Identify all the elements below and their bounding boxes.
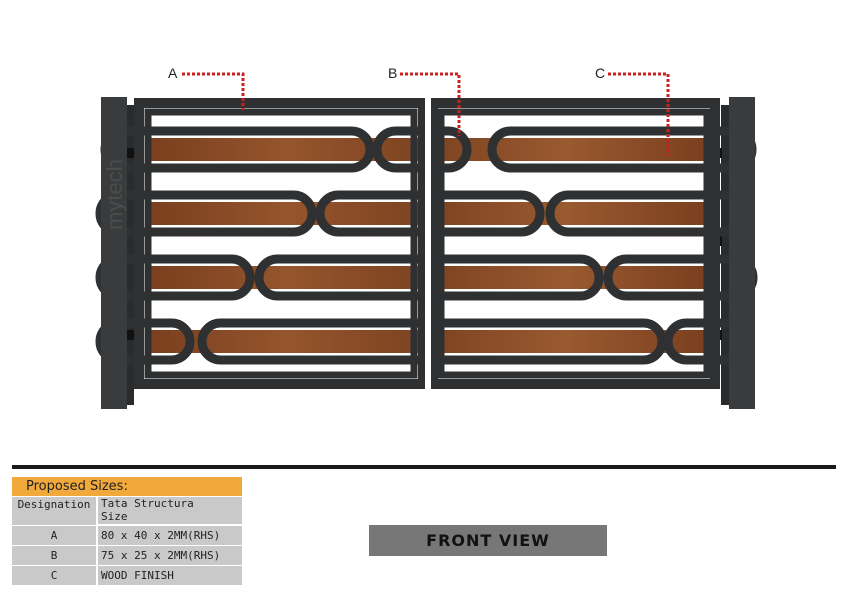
section-divider <box>12 465 836 469</box>
callout-line-a <box>182 72 245 110</box>
watermark-logo: mytech <box>102 159 127 230</box>
header-designation: Designation <box>12 497 96 525</box>
proposed-sizes-table: Proposed Sizes: Designation Tata Structu… <box>12 477 242 585</box>
callout-line-b <box>400 72 461 136</box>
front-view-label: FRONT VIEW <box>369 525 607 556</box>
row-designation: A <box>12 526 96 545</box>
right-post-front <box>729 97 755 409</box>
callout-label-b: B <box>388 65 398 81</box>
header-size-line2: Size <box>101 510 128 523</box>
hinge <box>127 330 134 340</box>
left-inner-frame <box>144 108 418 379</box>
pill-bar <box>95 190 317 237</box>
table-header-row: Designation Tata Structura Size <box>12 497 242 525</box>
row-designation: B <box>12 546 96 565</box>
row-designation: C <box>12 566 96 585</box>
table-row: C WOOD FINISH <box>12 566 242 585</box>
right-gate-frame <box>428 98 720 389</box>
left-gate-frame <box>134 98 428 389</box>
header-size-line1: Tata Structura <box>101 497 194 510</box>
header-size: Tata Structura Size <box>98 497 242 524</box>
callout-label-c: C <box>595 65 606 81</box>
callout-line-c <box>608 72 670 156</box>
pill-bar <box>372 126 472 173</box>
row-size: 75 x 25 x 2MM(RHS) <box>98 546 242 565</box>
pill-bar <box>95 318 195 365</box>
left-post-front <box>101 97 127 409</box>
hinge <box>127 148 134 158</box>
row-size: 80 x 40 x 2MM(RHS) <box>98 526 242 545</box>
table-title: Proposed Sizes: <box>12 477 242 496</box>
pill-bar <box>197 318 667 365</box>
row-size: WOOD FINISH <box>98 566 242 585</box>
gate-drawing <box>95 72 758 409</box>
table-row: B 75 x 25 x 2MM(RHS) <box>12 546 242 565</box>
pill-bar <box>95 254 255 301</box>
right-inner-frame <box>437 108 711 379</box>
table-row: A 80 x 40 x 2MM(RHS) <box>12 526 242 545</box>
gate-center-gap <box>425 98 431 390</box>
callout-label-a: A <box>168 65 178 81</box>
